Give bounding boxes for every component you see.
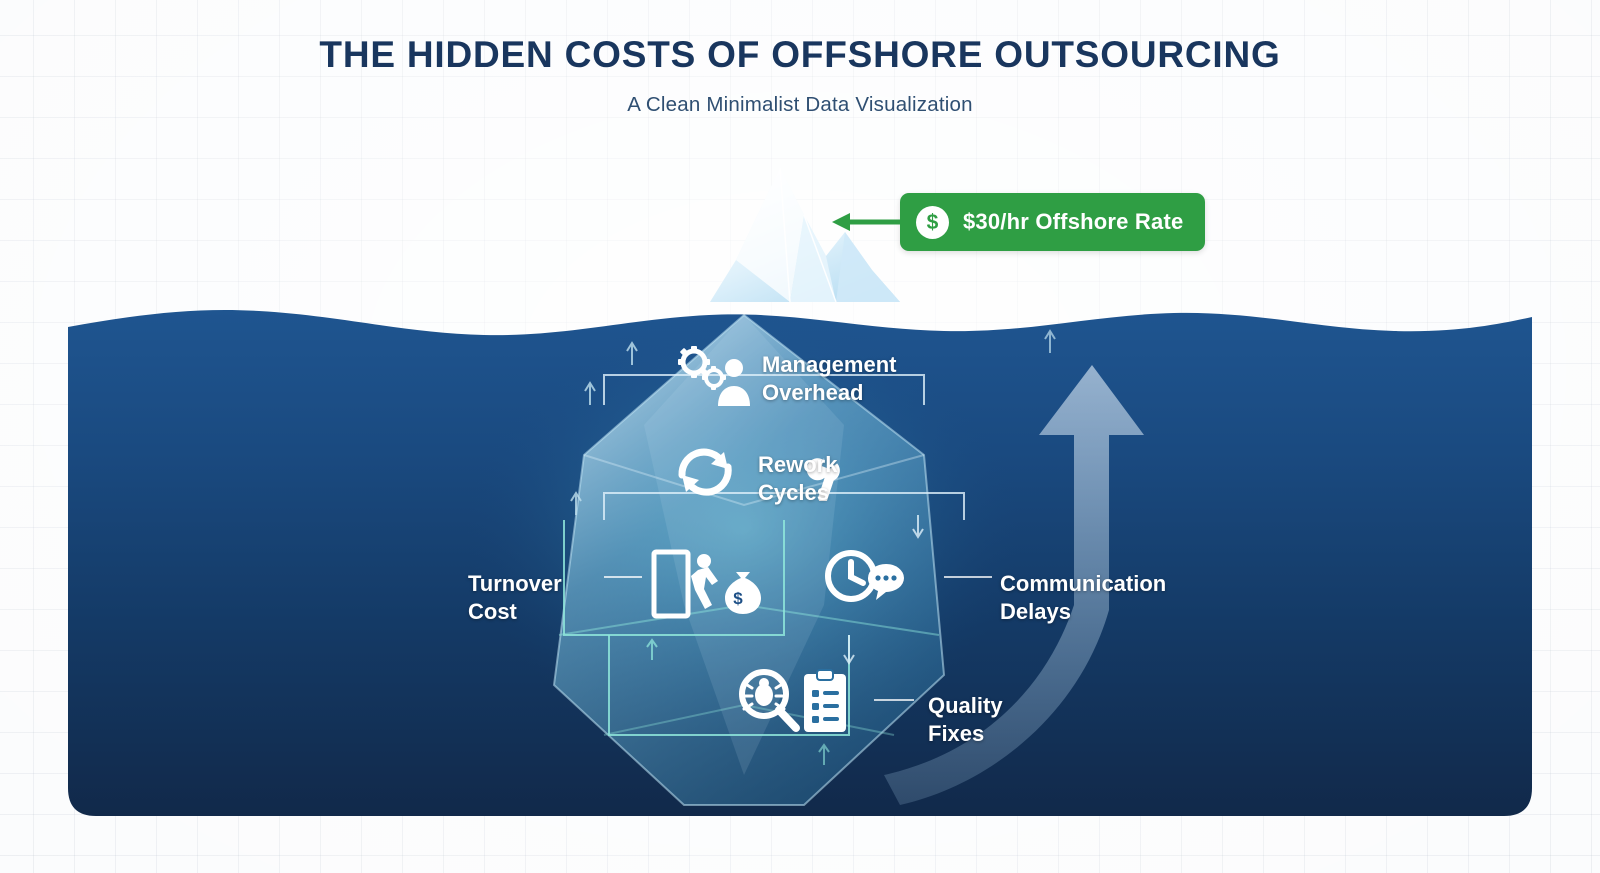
label-turnover-cost: Turnover Cost bbox=[468, 571, 562, 625]
offshore-rate-badge[interactable]: $ $30/hr Offshore Rate bbox=[900, 193, 1206, 251]
label-leader-lines bbox=[604, 576, 992, 701]
header: The Hidden Costs of Offshore Outsourcing… bbox=[0, 34, 1600, 117]
page-subtitle: A Clean Minimalist Data Visualization bbox=[627, 92, 973, 116]
flow-arrows-up bbox=[570, 329, 1056, 765]
offshore-rate-label: $30/hr Offshore Rate bbox=[963, 209, 1184, 234]
big-upward-arrow bbox=[884, 365, 1144, 805]
connector-lines bbox=[603, 374, 965, 520]
label-quality-fixes: Quality Fixes bbox=[928, 693, 1003, 747]
label-communication-delays: Communication Delays bbox=[1000, 571, 1167, 625]
connector-lines-teal bbox=[563, 520, 850, 736]
dollar-icon: $ bbox=[916, 205, 949, 239]
iceberg-submerged bbox=[552, 313, 946, 806]
page-title: The Hidden Costs of Offshore Outsourcing bbox=[319, 34, 1281, 75]
label-management-overhead: Management Overhead bbox=[762, 352, 897, 406]
label-rework-cycles: Rework Cycles bbox=[758, 452, 838, 506]
ocean-panel bbox=[44, 305, 1556, 820]
flow-arrows-down bbox=[843, 515, 924, 665]
